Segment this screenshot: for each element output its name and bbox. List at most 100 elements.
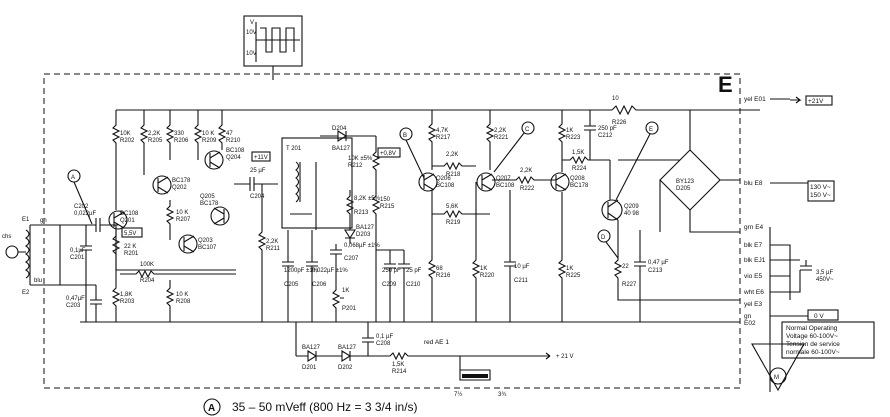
value-c203: 0,47µF	[66, 296, 85, 302]
connector-e2-blu: blu	[34, 278, 42, 284]
label-r206: R206	[174, 138, 189, 144]
capacitor-c213: 0,47 µF C213	[634, 230, 669, 322]
connector-e4: grn E4	[744, 224, 764, 231]
label-q201: Q201	[120, 218, 135, 224]
label-c208: C208	[376, 341, 391, 347]
value-r217: 4,7K	[436, 128, 448, 134]
label-c201: C201	[70, 255, 85, 261]
test-point-e-label: E	[649, 127, 653, 133]
input-source-icon	[5, 245, 19, 259]
label-r220: R220	[480, 273, 495, 279]
connector-e5: vio E5	[744, 273, 762, 280]
value-r201: 22 K	[124, 244, 136, 250]
connector-e3: yel E3	[744, 301, 762, 308]
type-q209: 40 98	[624, 211, 640, 217]
label-c205: C205	[284, 282, 299, 288]
value-c202: 0,022µF	[74, 211, 96, 217]
value-r213: 8,2K ±5%	[354, 196, 381, 202]
label-c206: C206	[312, 282, 327, 288]
label-r211: R211	[266, 246, 281, 252]
capacitor-motor: 3,5 µF	[816, 270, 833, 276]
scope-trace: V 10V 10V	[243, 15, 303, 80]
test-point-c-label: C	[525, 127, 530, 133]
value-r227: 22	[622, 264, 629, 270]
value-r215: 150	[380, 197, 391, 203]
label-t201: T 201	[286, 146, 302, 152]
test-point-b: B	[399, 127, 425, 179]
label-q208: Q208	[570, 176, 585, 182]
value-r222: 2,2K	[520, 168, 532, 174]
label-r219: R219	[446, 220, 461, 226]
label-p201: P201	[342, 306, 357, 312]
note-line-3: Tension de service	[786, 341, 840, 348]
transistor-q203: Q203 BC107	[178, 234, 217, 254]
label-d205: D205	[676, 186, 691, 192]
transistor-q202: BC178 Q202	[152, 175, 191, 195]
value-r219: 5,6K	[446, 204, 458, 210]
capacitor-c211: 10 µF C211	[504, 190, 530, 322]
label-r213: R213	[354, 210, 369, 216]
value-r218: 2,2K	[446, 152, 458, 158]
supply-rail-top	[116, 104, 760, 116]
diode-d203: BA127 D203	[344, 225, 375, 244]
label-r225: R225	[566, 273, 581, 279]
type-d204: BA127	[332, 146, 351, 152]
label-c203: C203	[66, 303, 81, 309]
label-r226: R226	[612, 120, 627, 126]
footnote-text: 35 – 50 mVeff (800 Hz = 3 3/4 in/s)	[232, 400, 418, 414]
label-c202: C202	[74, 204, 89, 210]
label-d203: D203	[356, 232, 371, 238]
note-line-2: Voltage 60-100V~	[786, 333, 838, 340]
value-r210: 47	[226, 131, 233, 137]
value-r204: 100K	[140, 262, 154, 268]
label-r218: R218	[446, 172, 461, 178]
label-c209: C209	[382, 282, 397, 288]
source-label: chs	[2, 234, 11, 240]
value-r207: 10 K	[176, 210, 188, 216]
label-q203: Q203	[198, 238, 213, 244]
rail-0v: 0 V	[814, 313, 824, 320]
transistor-q205: Q205 BC178	[200, 194, 230, 226]
label-r223: R223	[566, 135, 581, 141]
connector-e01: yel E01	[744, 96, 766, 103]
input-components: C202 0,022µF 0,1µF C201 0,47µF C203 22 K…	[60, 204, 236, 322]
value-r220: 1K	[480, 266, 487, 272]
value-r211: 2,2K	[266, 239, 278, 245]
motor-label: M	[774, 375, 779, 381]
value-c212: 250 pF	[598, 126, 617, 132]
resistor-r211: 2,2K R211	[257, 184, 281, 322]
connector-block: yel E01 blu E8 130 V~ 150 V~ grn E4 blk …	[743, 96, 839, 392]
resistor-r227: 22 R227	[613, 220, 740, 301]
rail-arrow-21v	[790, 96, 802, 104]
speed-label-7-5: 7½	[454, 391, 462, 398]
label-c213: C213	[648, 268, 663, 274]
value-r224: 1,5K	[572, 150, 584, 156]
label-r204: R204	[140, 278, 155, 284]
connector-e1-gn: gn	[40, 218, 47, 224]
capacitor-c212: 250 pF C212	[584, 110, 617, 160]
label-r216: R216	[436, 273, 451, 279]
footnote-marker: A	[208, 403, 215, 414]
value-c209: 250 pF	[382, 268, 401, 274]
label-r203: R203	[120, 299, 135, 305]
value-c205: 1200pF ±1%	[284, 268, 319, 274]
type-q202: BC178	[172, 178, 191, 184]
label-q204: Q204	[226, 155, 241, 161]
test-point-a: A	[67, 169, 93, 225]
label-c207: C207	[344, 256, 359, 262]
label-r215: R215	[380, 204, 395, 210]
transistor-q208: Q208 BC178	[550, 172, 589, 192]
type-q201: BC108	[120, 211, 139, 217]
footnote: A 35 – 50 mVeff (800 Hz = 3 3/4 in/s)	[203, 398, 418, 416]
note-line-1: Normal Operating	[786, 325, 838, 332]
transistor-q209: Q209 40 98	[601, 159, 680, 221]
connector-e6: wht E6	[743, 289, 764, 296]
test-point-e: E	[615, 121, 659, 201]
scope-level-bottom: 10V	[246, 51, 257, 57]
resistor-r221: 2,2K R221	[485, 110, 509, 170]
resistor-r223: 1K R223	[557, 110, 581, 172]
connector-e02-gn: gn	[744, 313, 752, 320]
type-q204: BC108	[226, 148, 245, 154]
resistor-r220: 1K R220	[471, 182, 495, 322]
